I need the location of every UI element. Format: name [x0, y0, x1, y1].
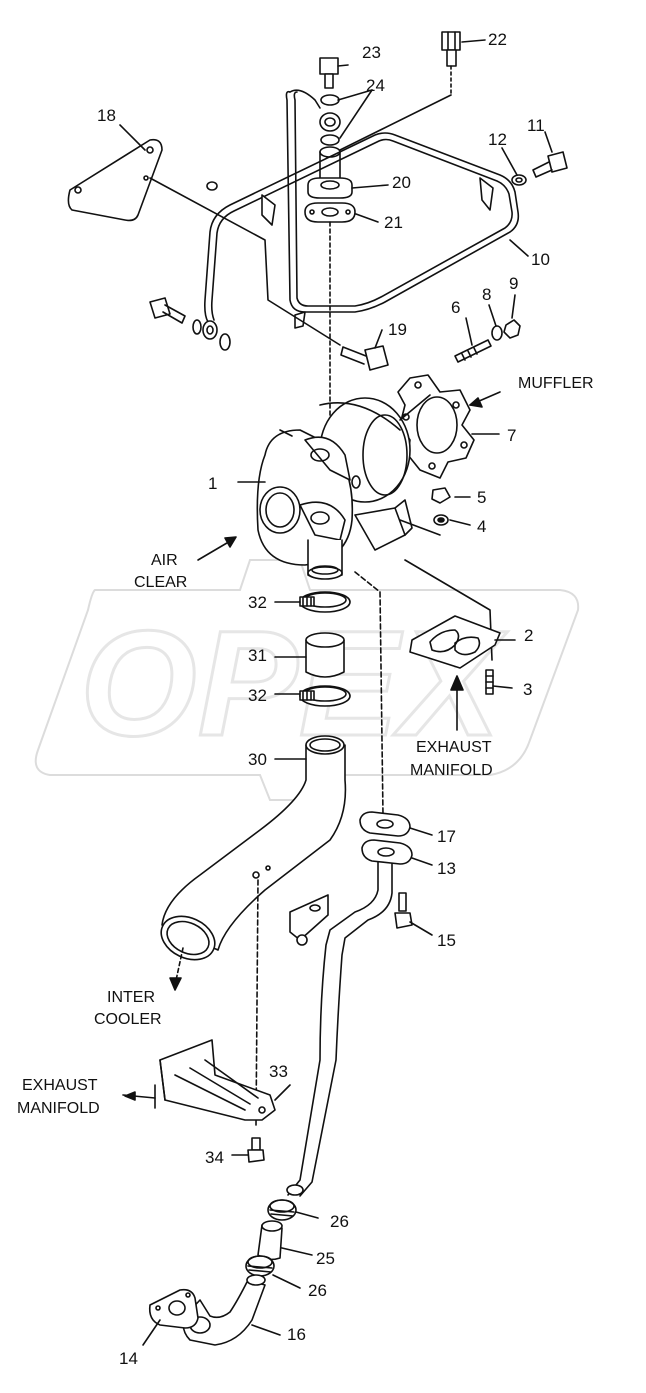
callout-12: 12: [488, 130, 507, 149]
callout-3: 3: [523, 680, 533, 699]
callout-4: 4: [477, 517, 487, 536]
washer-24-icon: [320, 94, 340, 106]
gasket-14-icon: [148, 1288, 199, 1329]
bolt-11-icon: [532, 151, 568, 178]
bolt-19-icon: [340, 345, 389, 371]
caption-muffler: MUFFLER: [518, 375, 594, 392]
gasket-17-icon: [359, 811, 411, 837]
callout-19: 19: [388, 320, 407, 339]
clamp-32-upper-icon: [299, 591, 351, 613]
callout-10: 10: [531, 250, 550, 269]
washer-12-icon: [511, 174, 527, 186]
callout-30: 30: [248, 750, 267, 769]
callout-8: 8: [482, 285, 492, 304]
flange-7-icon: [397, 374, 475, 479]
caption-air-clear-line2: CLEAR: [134, 574, 188, 591]
drain-pipe-13-icon: [286, 839, 413, 1197]
callout-6: 6: [451, 298, 461, 317]
turbocharger-1-icon: [256, 397, 413, 580]
bracket-33-icon: [159, 1039, 276, 1121]
sleeve-31-icon: [305, 632, 345, 678]
callout-7: 7: [507, 426, 517, 445]
hose-25-icon: [257, 1220, 283, 1261]
callout-5: 5: [477, 488, 487, 507]
bolt-23-icon: [319, 57, 339, 89]
callout-25: 25: [316, 1249, 335, 1268]
stud-3-icon: [485, 669, 494, 695]
callout-24: 24: [366, 76, 385, 95]
callout-1: 1: [208, 474, 218, 493]
callout-14: 14: [119, 1349, 138, 1368]
callout-33: 33: [269, 1062, 288, 1081]
oil-pipe-10-icon: [204, 90, 520, 323]
callout-32b: 32: [248, 686, 267, 705]
callout-11: 11: [527, 116, 545, 135]
callout-18: 18: [97, 106, 116, 125]
clamp-26-lower-icon: [245, 1255, 275, 1277]
watermark-gear: [34, 559, 580, 801]
stud-6-icon: [454, 339, 492, 363]
nut-5-icon: [431, 487, 451, 504]
bolt-22-icon: [441, 31, 461, 67]
bolt-15-icon: [394, 892, 413, 929]
callout-21: 21: [384, 213, 403, 232]
callout-26b: 26: [308, 1281, 327, 1300]
callout-16: 16: [287, 1325, 306, 1344]
clamp-26-upper-icon: [267, 1199, 297, 1221]
bracket-18-icon: [67, 138, 163, 222]
caption-exhaust-manifold-right-line2: MANIFOLD: [410, 762, 493, 779]
washer-8-icon: [491, 325, 503, 341]
caption-exhaust-manifold-right-line1: EXHAUST: [416, 739, 492, 756]
callout-17: 17: [437, 827, 456, 846]
caption-inter-cooler-line1: INTER: [107, 989, 155, 1006]
callout-31: 31: [248, 646, 267, 665]
caption-exhaust-manifold-left-line1: EXHAUST: [22, 1077, 98, 1094]
washer-4-icon: [433, 514, 449, 526]
callout-20: 20: [392, 173, 411, 192]
caption-air-clear-line1: AIR: [151, 552, 178, 569]
hose-30-icon: [160, 735, 347, 961]
caption-exhaust-manifold-left-line2: MANIFOLD: [17, 1100, 100, 1117]
callout-13: 13: [437, 859, 456, 878]
callout-22: 22: [488, 30, 507, 49]
caption-inter-cooler-line2: COOLER: [94, 1011, 162, 1028]
clamp-32-lower-icon: [299, 685, 351, 707]
callout-34: 34: [205, 1148, 224, 1167]
nut-9-icon: [503, 319, 521, 339]
callout-2: 2: [524, 626, 534, 645]
bolt-34-icon: [247, 1137, 265, 1163]
gasket-21-icon: [304, 202, 356, 223]
callout-26a: 26: [330, 1212, 349, 1231]
gasket-2-icon: [409, 615, 501, 669]
callout-9: 9: [509, 274, 519, 293]
callout-15: 15: [437, 931, 456, 950]
callout-32a: 32: [248, 593, 267, 612]
callout-23: 23: [362, 43, 381, 62]
